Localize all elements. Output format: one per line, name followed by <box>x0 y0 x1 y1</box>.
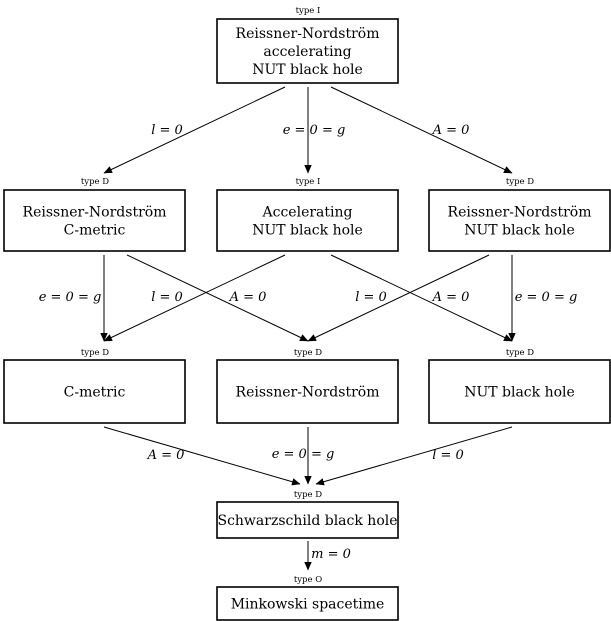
type-label-rn-cmetric: type D <box>81 177 109 187</box>
type-label-cmetric: type D <box>81 348 109 358</box>
type-label-acc-nut: type I <box>296 177 321 187</box>
edge-label-nut-to-schwarzschild: l = 0 <box>432 448 464 463</box>
node-box-rn <box>216 359 399 424</box>
node-box-rn-nut <box>428 189 611 252</box>
edge-label-rn-acc-nut-to-rn-cmetric: l = 0 <box>151 123 183 138</box>
node-box-acc-nut <box>216 189 399 252</box>
node-label-cmetric: C-metric <box>64 385 126 401</box>
node-box-schwarzschild <box>216 501 399 539</box>
edge-label-rn-to-schwarzschild: e = 0 = g <box>272 447 335 462</box>
type-label-rn-acc-nut: type I <box>296 6 321 16</box>
edge-rn-acc-nut-to-rn-nut <box>330 86 513 174</box>
node-box-minkowski <box>216 586 399 621</box>
node-label-rn-acc-nut: accelerating <box>263 44 351 60</box>
type-label-rn: type D <box>294 348 322 358</box>
node-box-rn-acc-nut <box>216 18 399 84</box>
edge-label-rn-cmetric-to-rn: A = 0 <box>229 290 267 305</box>
node-box-cmetric <box>3 359 186 424</box>
edge-label-acc-nut-to-nut: A = 0 <box>432 290 470 305</box>
edge-acc-nut-to-nut <box>330 254 513 342</box>
edge-cmetric-to-schwarzschild <box>103 426 301 486</box>
node-label-rn-nut: NUT black hole <box>464 223 575 239</box>
edge-label-rn-acc-nut-to-acc-nut: e = 0 = g <box>283 123 346 138</box>
node-schwarzschild: Schwarzschild black hole <box>216 501 399 539</box>
edges-layer <box>100 86 516 571</box>
node-label-rn: Reissner-Nordström <box>236 385 380 401</box>
edge-acc-nut-to-cmetric <box>103 254 286 342</box>
edge-label-rn-cmetric-to-cmetric: e = 0 = g <box>39 290 102 305</box>
edge-label-rn-nut-to-nut: e = 0 = g <box>515 290 578 305</box>
node-label-nut: NUT black hole <box>464 385 575 401</box>
node-label-acc-nut: NUT black hole <box>252 223 363 239</box>
node-label-rn-nut: Reissner-Nordström <box>448 205 592 221</box>
node-label-minkowski: Minkowski spacetime <box>231 597 385 613</box>
type-label-nut: type D <box>506 348 534 358</box>
node-label-rn-cmetric: C-metric <box>64 223 126 239</box>
node-label-rn-cmetric: Reissner-Nordström <box>23 205 167 221</box>
node-label-rn-acc-nut: Reissner-Nordström <box>236 26 380 42</box>
type-label-schwarzschild: type D <box>294 490 322 500</box>
labels-layer: type I type D type I type D type D type D type… <box>39 6 578 585</box>
edge-label-schwarzschild-to-minkowski: m = 0 <box>311 547 351 562</box>
type-label-minkowski: type O <box>294 575 322 585</box>
node-label-acc-nut: Accelerating <box>262 205 353 221</box>
node-box-rn-cmetric <box>3 189 186 252</box>
edge-label-rn-nut-to-rn: l = 0 <box>355 290 387 305</box>
edge-label-rn-acc-nut-to-rn-nut: A = 0 <box>432 123 470 138</box>
node-cmetric: C-metric <box>3 359 186 424</box>
node-rn: Reissner-Nordström <box>216 359 399 424</box>
node-box-nut <box>428 359 611 424</box>
node-label-rn-acc-nut: NUT black hole <box>252 62 363 78</box>
edge-rn-nut-to-rn <box>307 254 490 342</box>
node-minkowski: Minkowski spacetime <box>216 586 399 621</box>
edge-nut-to-schwarzschild <box>315 426 513 486</box>
node-nut: NUT black hole <box>428 359 611 424</box>
node-label-schwarzschild: Schwarzschild black hole <box>217 513 397 529</box>
edge-rn-cmetric-to-rn <box>126 254 309 342</box>
type-label-rn-nut: type D <box>506 177 534 187</box>
edge-label-cmetric-to-schwarzschild: A = 0 <box>147 448 185 463</box>
edge-label-acc-nut-to-cmetric: l = 0 <box>151 290 183 305</box>
edge-rn-acc-nut-to-rn-cmetric <box>103 86 286 174</box>
